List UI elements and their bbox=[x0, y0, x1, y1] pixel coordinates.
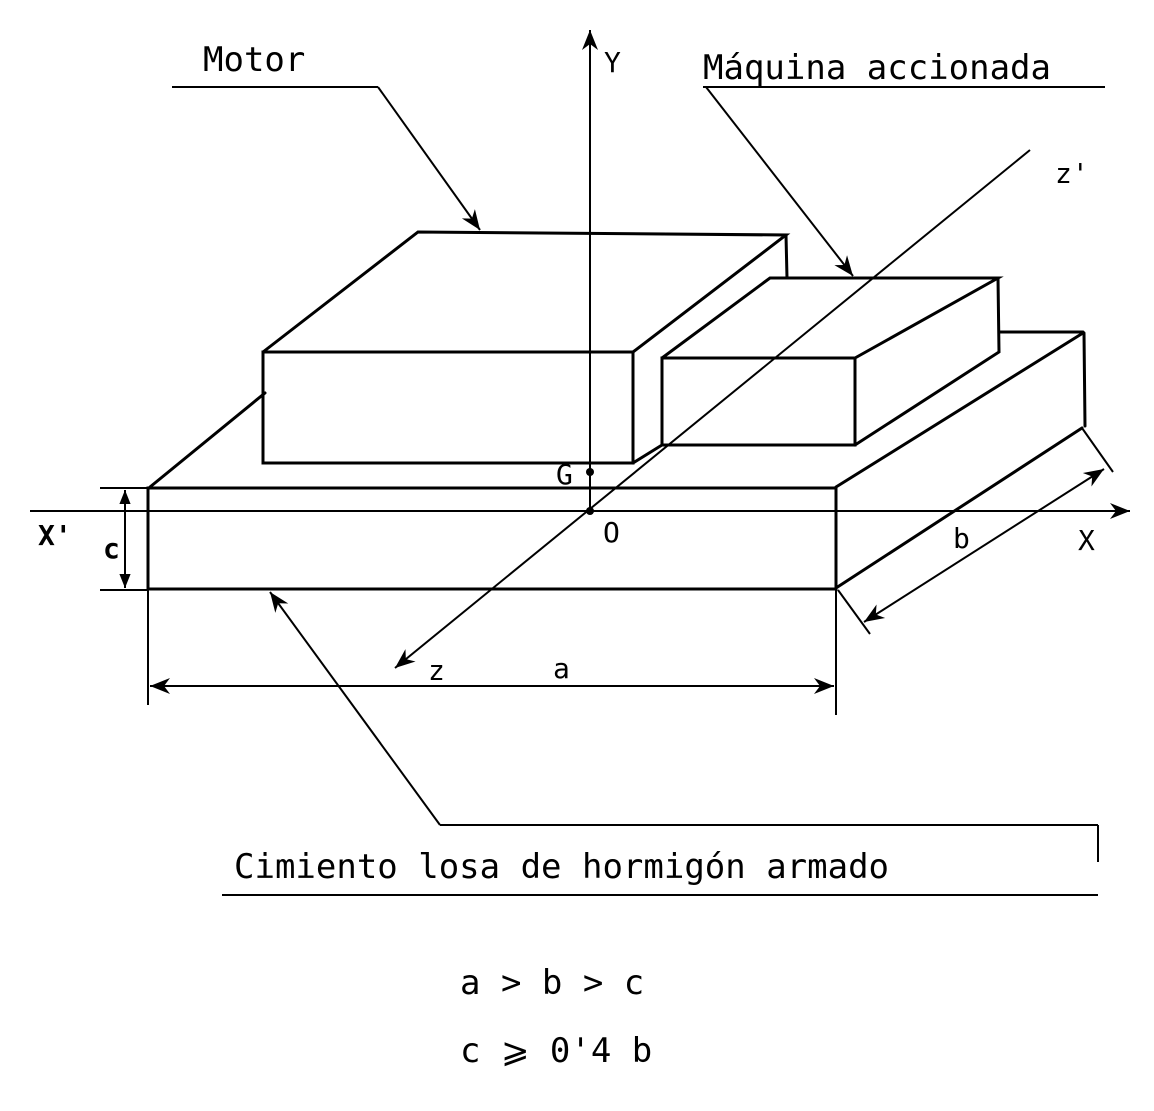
foundation-slab bbox=[146, 330, 1087, 591]
foundation-leader bbox=[222, 591, 1099, 896]
origin-label: O bbox=[603, 516, 620, 549]
y-axis-label: Y bbox=[604, 46, 621, 79]
x-prime-label: X' bbox=[38, 519, 72, 552]
condition-2: c ⩾ 0'4 b bbox=[460, 1031, 652, 1071]
dimension-b-label: b bbox=[953, 522, 970, 555]
dimension-c bbox=[100, 487, 148, 591]
dimension-a-label: a bbox=[553, 652, 570, 685]
driven-machine-box bbox=[660, 276, 1004, 447]
condition-1: a > b > c bbox=[460, 963, 644, 1003]
motor-leader bbox=[172, 86, 481, 231]
dimension-a bbox=[147, 590, 837, 715]
motor-box bbox=[261, 230, 791, 465]
motor-label: Motor bbox=[203, 40, 305, 80]
z-axis-label: z bbox=[428, 654, 445, 687]
origin-point bbox=[586, 507, 594, 515]
centroid-point bbox=[586, 468, 594, 476]
z-axis bbox=[394, 149, 1031, 669]
machine-leader bbox=[703, 86, 1105, 277]
z-prime-label: z' bbox=[1055, 157, 1089, 190]
x-axis-label: X bbox=[1078, 524, 1095, 557]
foundation-label: Cimiento losa de hormigón armado bbox=[234, 847, 889, 887]
centroid-label: G bbox=[556, 458, 573, 491]
dimension-c-label: c bbox=[103, 532, 120, 565]
dimension-b bbox=[837, 427, 1114, 635]
machine-label: Máquina accionada bbox=[703, 48, 1051, 88]
